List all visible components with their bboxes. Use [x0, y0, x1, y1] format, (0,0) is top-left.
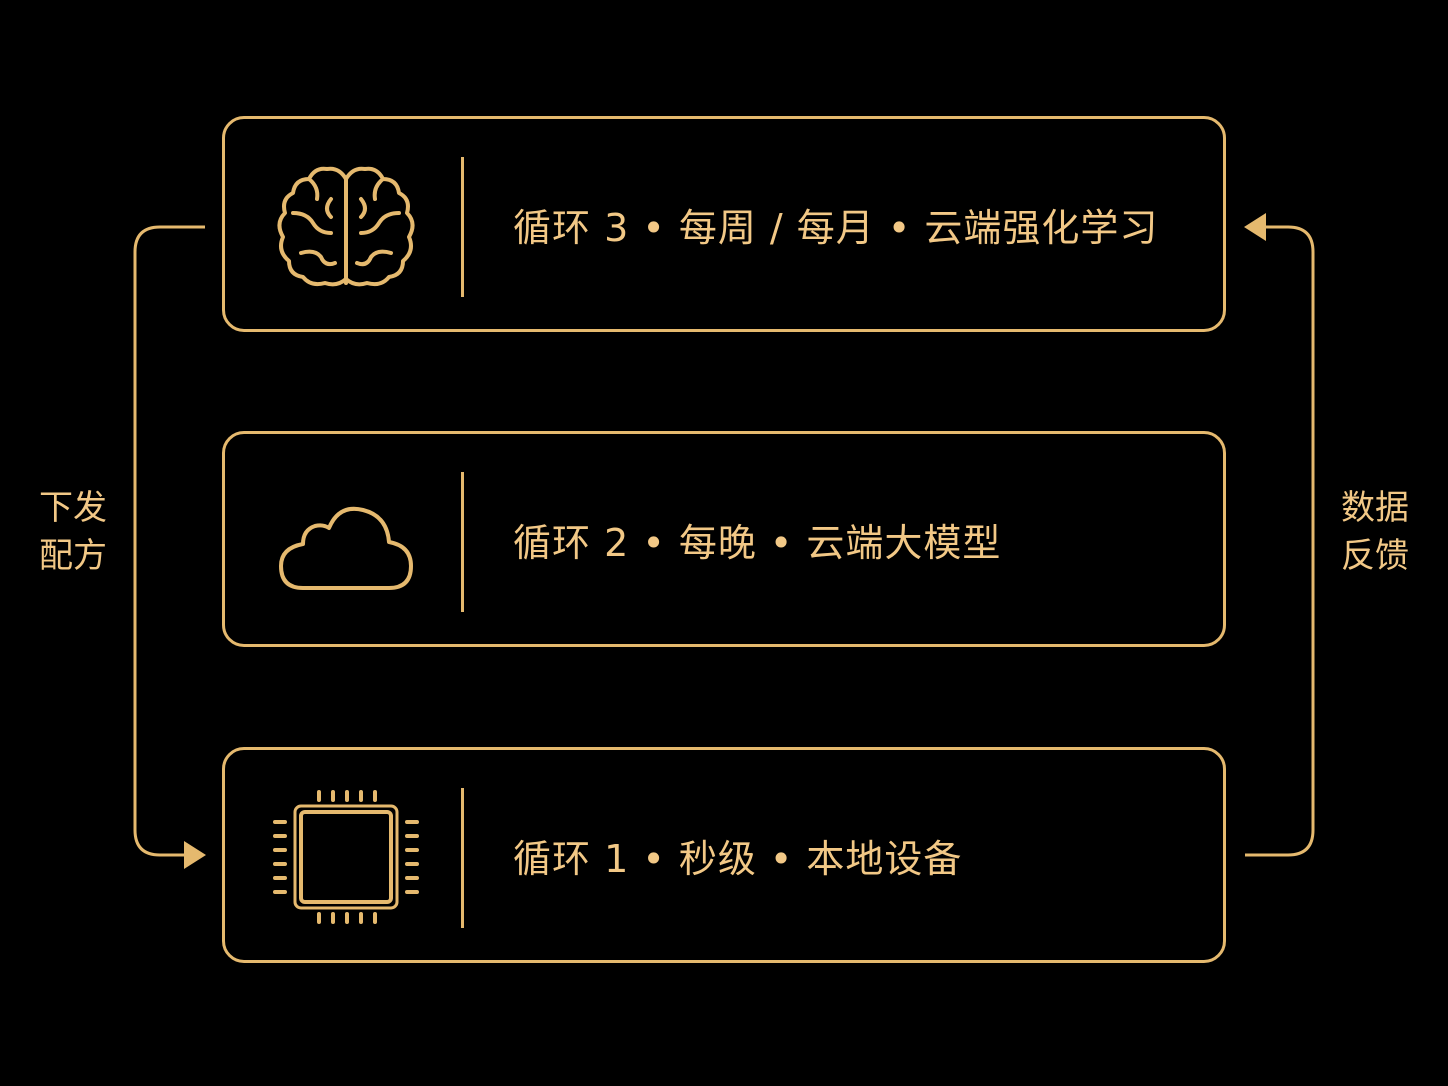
chip-icon [273, 790, 419, 924]
left-flow-line [133, 225, 205, 857]
cloud-icon [279, 506, 413, 590]
loop-1-label: 循环 1 • 秒级 • 本地设备 [513, 836, 963, 881]
left-flow-label-line2: 配方 [39, 536, 107, 576]
loop-2-panel: 循环 2 • 每晚 • 云端大模型 [222, 431, 1226, 647]
left-flow-label-line1: 下发 [39, 488, 107, 528]
loop-3-label: 循环 3 • 每周 / 每月 • 云端强化学习 [513, 205, 1159, 250]
brain-icon [277, 166, 415, 287]
right-flow-line [1245, 225, 1315, 857]
loop-3-panel: 循环 3 • 每周 / 每月 • 云端强化学习 [222, 116, 1226, 332]
left-flow-arrowhead [184, 841, 206, 869]
panel-divider [461, 472, 464, 612]
right-flow-label-line1: 数据 [1341, 488, 1409, 528]
right-flow-arrowhead [1244, 213, 1266, 241]
loop-2-label: 循环 2 • 每晚 • 云端大模型 [513, 520, 1002, 565]
right-flow-label: 数据 反馈 [1330, 484, 1420, 580]
panel-divider [461, 788, 464, 928]
panel-divider [461, 157, 464, 297]
loop-1-panel: 循环 1 • 秒级 • 本地设备 [222, 747, 1226, 963]
right-flow-label-line2: 反馈 [1341, 536, 1409, 576]
left-flow-label: 下发 配方 [28, 484, 118, 580]
